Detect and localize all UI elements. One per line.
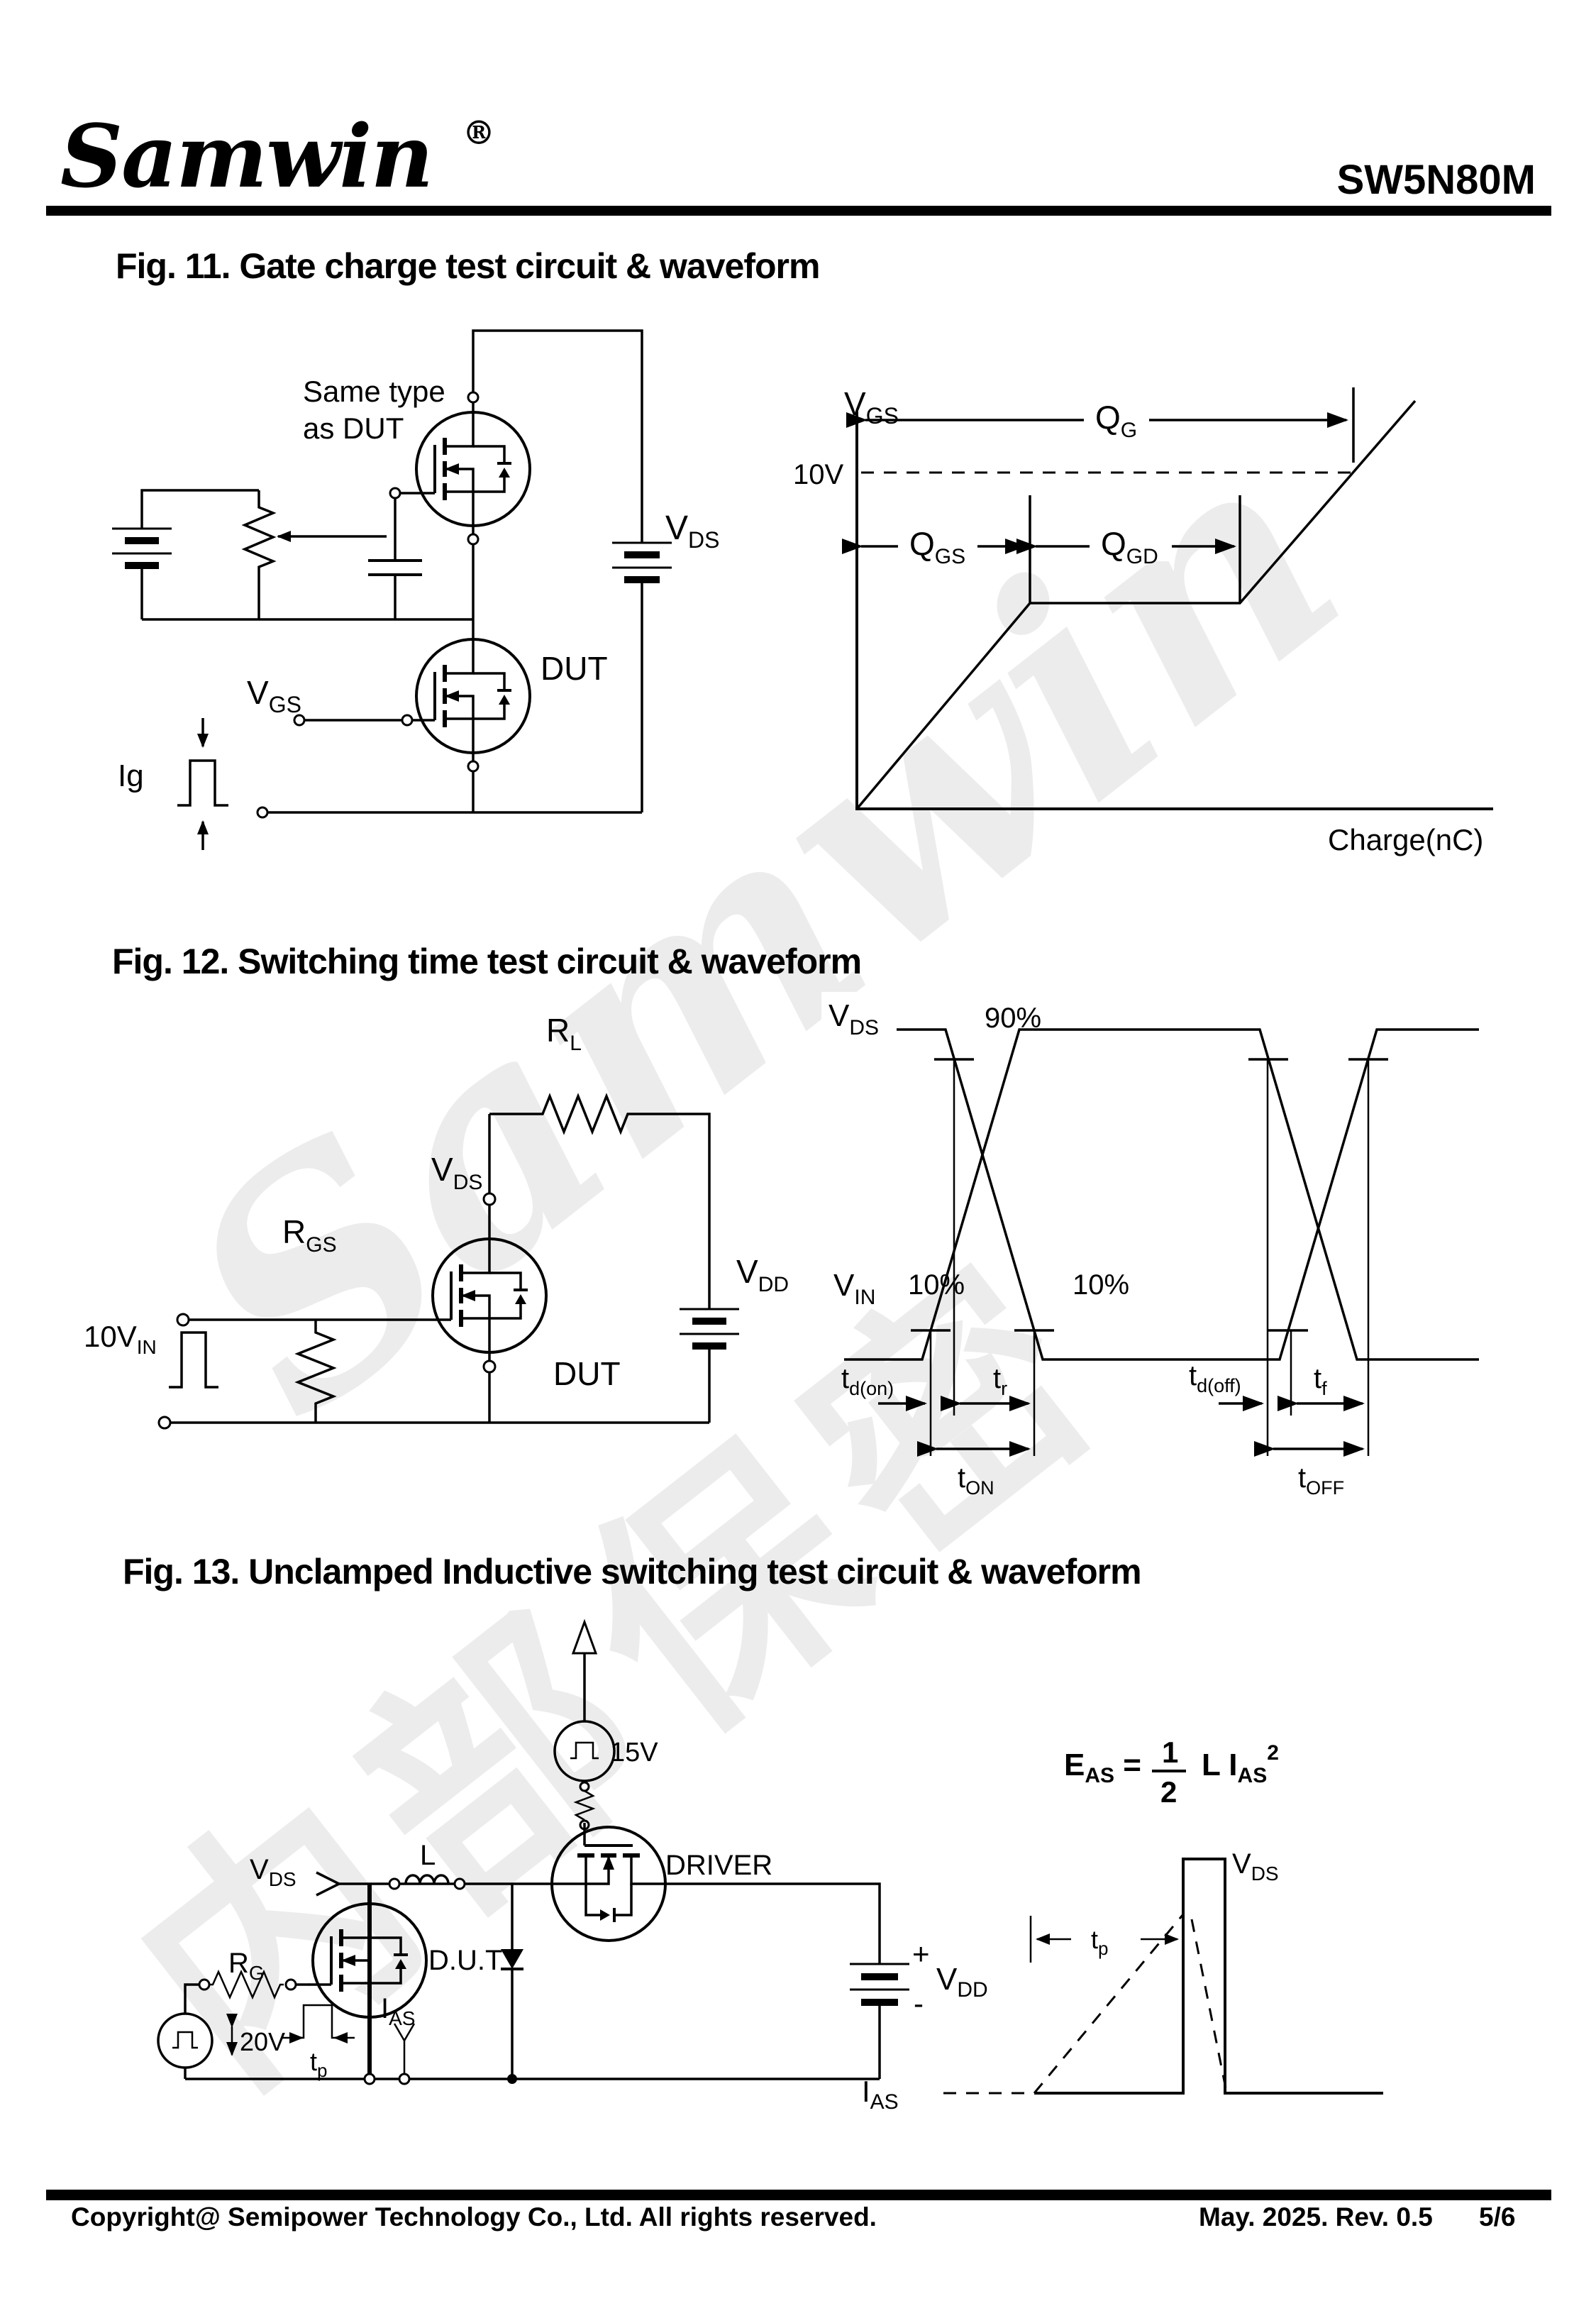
rl-label: RL — [546, 1012, 582, 1055]
vds-pulse-trace — [1034, 1858, 1383, 2095]
battery-symbol — [112, 527, 172, 569]
freewheel-diode-symbol — [501, 1884, 523, 2079]
ias-label: IAS — [862, 2075, 899, 2114]
vdd-battery-symbol — [680, 1308, 739, 1350]
fig11-title: Fig. 11. Gate charge test circuit & wave… — [116, 246, 820, 286]
vin-pulse-icon — [169, 1331, 218, 1389]
ten-volt-label: 10V — [793, 459, 843, 490]
brand-logo: Samwin — [60, 105, 433, 207]
vds-label: VDS — [250, 1854, 297, 1890]
tr-label: tr — [993, 1363, 1007, 1399]
v20-label: 20V — [240, 2027, 285, 2056]
vgs-label: VGS — [247, 674, 301, 717]
l-label: L — [420, 1840, 436, 1871]
tp-label: tp — [1091, 1925, 1108, 1959]
vds-battery-symbol — [612, 541, 672, 583]
v15-label: 15V — [610, 1738, 658, 1767]
vin-label: VIN — [833, 1268, 875, 1309]
p10-right-label: 10% — [1073, 1269, 1129, 1301]
fig12-title: Fig. 12. Switching time test circuit & w… — [112, 942, 862, 981]
axes — [855, 412, 1493, 810]
pulse-source-20v-icon — [157, 2012, 214, 2069]
same-type-label-line2: as DUT — [303, 412, 404, 445]
t-on-label: tON — [958, 1462, 994, 1499]
vin-label: 10VIN — [84, 1320, 157, 1358]
p10-left-label: 10% — [908, 1269, 965, 1301]
ig-label: Ig — [118, 758, 144, 793]
vds-label: VDS — [431, 1151, 482, 1194]
tf-label: tf — [1314, 1363, 1327, 1399]
minus-label: - — [914, 1987, 924, 2020]
rg-label: RG — [228, 1948, 265, 1984]
fig11-gate-charge-circuit: Same type as DUT VDS VGS DUT Ig — [112, 329, 719, 850]
svg-text:EAS =: EAS = — [1064, 1748, 1141, 1787]
ias-ramp — [1033, 1914, 1185, 2094]
vgs-axis-label: VGS — [844, 385, 899, 429]
qg-label: QG — [1095, 399, 1137, 442]
footer-revision: May. 2025. Rev. 0.5 — [1199, 2202, 1433, 2231]
vin-trace — [844, 1028, 1479, 1361]
fig13-uis-waveform: EAS = 1 2 L IAS2 tp VDS IAS — [862, 1736, 1383, 2114]
rg-resistor — [209, 1969, 284, 2000]
fig13-title: Fig. 13. Unclamped Inductive switching t… — [123, 1552, 1142, 1591]
rl-resistor — [489, 1093, 711, 1309]
part-number: SW5N80M — [1336, 157, 1536, 203]
vds-trace — [868, 1028, 1479, 1361]
plus-label: + — [912, 1937, 930, 1970]
vds-chevron-icon — [316, 1871, 342, 1897]
qgd-label: QGD — [1101, 525, 1158, 568]
td-off-label: td(off) — [1189, 1360, 1241, 1396]
footer-copyright: Copyright@ Semipower Technology Co., Ltd… — [71, 2202, 877, 2231]
eas-formula: EAS = 1 2 L IAS2 — [1064, 1736, 1279, 1809]
fig11-gate-charge-waveform: VGS QG 10V QGS QGD Charge(nC) — [793, 385, 1493, 856]
td-on-label: td(on) — [841, 1363, 894, 1399]
ias-label: IAS — [381, 1993, 415, 2029]
vds-label: VDS — [829, 998, 879, 1039]
fig12-switching-time-circuit: RL VDS RGS VDD 10VIN DUT — [84, 1012, 794, 1430]
fig13-uis-circuit: 15V DRIVER L VDS RG D.U.T 20V tp IAS + V… — [157, 1618, 988, 2085]
t-off-label: tOFF — [1298, 1462, 1344, 1499]
vds-label: VDS — [1232, 1848, 1279, 1885]
svg-text:L IAS2: L IAS2 — [1202, 1741, 1279, 1787]
fig12-switching-time-waveform: VDS 90% VIN 10% 10% td(on) tr td(off) tf… — [821, 992, 1479, 1499]
vdd-label: VDD — [736, 1253, 789, 1296]
inductor-coil — [404, 1874, 450, 1885]
header-rule — [46, 206, 1551, 216]
ias-probe-icon — [393, 2023, 416, 2079]
footer-rule — [46, 2190, 1551, 2200]
charge-axis-label: Charge(nC) — [1328, 823, 1483, 856]
ias-fall — [1190, 1919, 1228, 2092]
gate-charge-curve — [855, 399, 1417, 810]
registered-mark-icon: ® — [462, 114, 495, 152]
tp-label: tp — [310, 2047, 327, 2081]
vds-label: VDS — [665, 509, 719, 553]
rgs-resistor — [294, 1320, 337, 1423]
gate-current-pulse-icon — [177, 718, 228, 850]
pulse-source-15v-icon — [553, 1720, 616, 1782]
svg-text:2: 2 — [1160, 1775, 1177, 1809]
rgs-label: RGS — [282, 1213, 337, 1257]
up-arrow-icon — [571, 1618, 598, 1655]
gate-resistor-squiggle — [573, 1789, 596, 1821]
driver-label: DRIVER — [665, 1850, 772, 1881]
dut-label: DUT — [553, 1355, 621, 1392]
footer-page-number: 5/6 — [1479, 2202, 1516, 2231]
qgs-label: QGS — [909, 525, 965, 568]
same-type-label-line1: Same type — [303, 375, 445, 408]
dut-label: D.U.T — [428, 1945, 502, 1976]
dut-label: DUT — [541, 650, 608, 687]
p90-label: 90% — [985, 1003, 1041, 1034]
capacitor-symbol — [368, 498, 422, 619]
svg-text:1: 1 — [1162, 1736, 1178, 1769]
potentiometer-symbol — [241, 490, 387, 619]
tp-pulse-icon — [282, 2004, 355, 2043]
vdd-label: VDD — [936, 1962, 988, 2002]
